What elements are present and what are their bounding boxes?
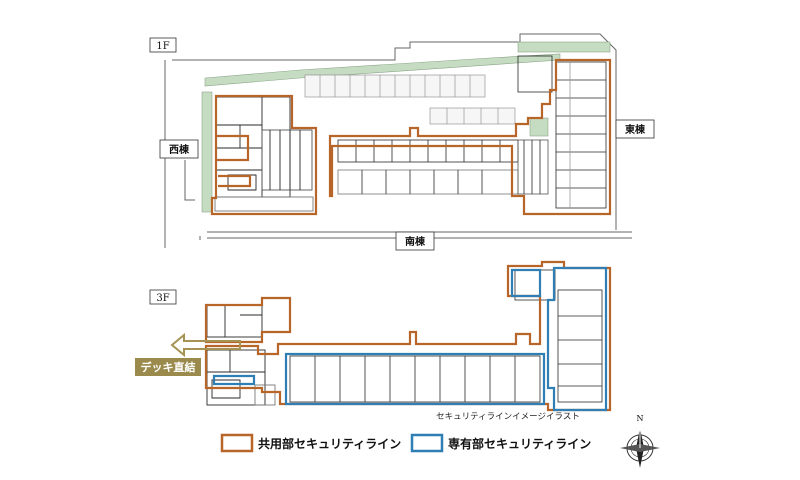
building-label-east-box [615,119,655,139]
floor-label-3f-box [149,289,177,305]
floor-label-1f-box [149,37,177,53]
legend-private-swatch [410,433,444,453]
floor-label-1f: 1F [156,41,169,52]
green-areas [201,41,611,213]
legend-common-swatch [220,433,254,453]
building-label-west-box [159,139,199,159]
west-building-1f [214,96,314,212]
building-label-east: 東棟 [625,123,646,136]
east-building-3f [514,269,603,403]
building-label-south-box [395,231,435,251]
legend-private-label: 専有部セキュリティライン [448,436,591,451]
deck-access-label: デッキ直結 [141,360,196,374]
compass-icon [620,428,660,468]
deck-access-badge [135,358,201,376]
legend-common-label: 共用部セキュリティライン [258,436,401,451]
floor-label-3f: 3F [156,293,169,304]
plan-1f: 1F 西棟 東棟 南棟 [149,33,655,251]
plan-3f: 3F [135,260,612,422]
legend: 共用部セキュリティライン 専有部セキュリティライン [220,433,591,453]
private-security-line-3f [212,266,608,412]
deck-direction-arrow [170,332,241,358]
south-building-3f [289,355,541,403]
south-building-1f [337,139,549,195]
compass-north-label: N [637,414,644,423]
parking-north [304,74,516,125]
east-building-1f [517,55,607,209]
illustration-caption: セキュリティラインイメージイラスト [436,412,580,422]
common-security-line-1f [210,58,612,216]
building-label-west: 西棟 [169,143,190,156]
building-label-south: 南棟 [405,235,426,248]
